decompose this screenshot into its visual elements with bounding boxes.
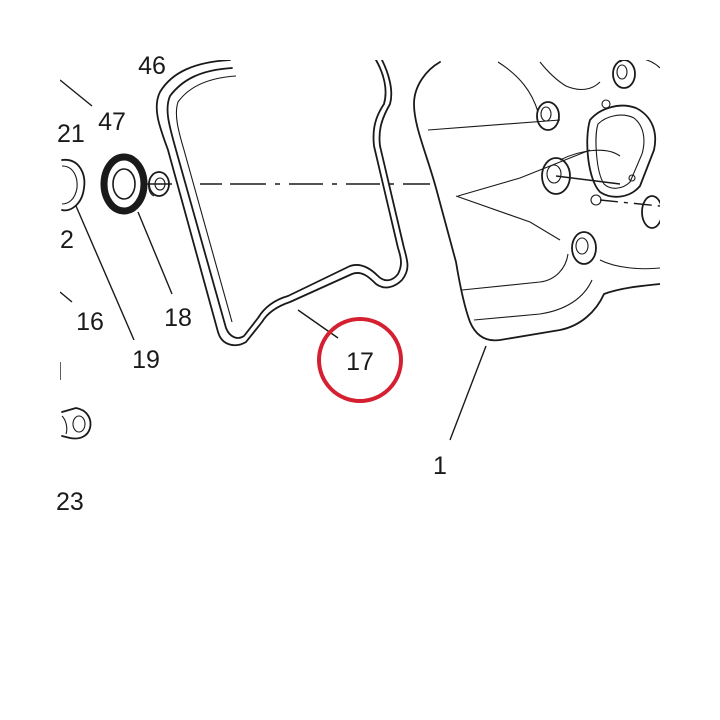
callout-labels: 46 47 16 18 19 17 1 [76, 52, 447, 480]
gasket-part-17 [155, 59, 409, 347]
seal-ring-part-19 [100, 153, 148, 215]
o-ring-part [61, 159, 86, 212]
callout-16: 16 [76, 308, 104, 336]
axis-line [145, 175, 661, 207]
label-crop-mask [0, 100, 60, 520]
callout-23: 23 [56, 488, 84, 516]
callout-21: 21 [57, 120, 85, 148]
washer-part-18 [148, 171, 170, 197]
callout-17: 17 [346, 348, 374, 376]
callout-47: 47 [98, 108, 126, 136]
callout-2: 2 [60, 226, 74, 254]
callout-46: 46 [138, 52, 166, 80]
callout-1: 1 [433, 452, 447, 480]
leader-lines [59, 79, 487, 441]
crop-mask-top [0, 0, 720, 60]
crop-mask-right [660, 0, 720, 720]
callout-18: 18 [164, 304, 192, 332]
bushing-part-23 [61, 407, 92, 440]
cylinder-head-part-1 [413, 57, 663, 342]
callout-19: 19 [132, 346, 160, 374]
highlight-circle [317, 317, 403, 403]
